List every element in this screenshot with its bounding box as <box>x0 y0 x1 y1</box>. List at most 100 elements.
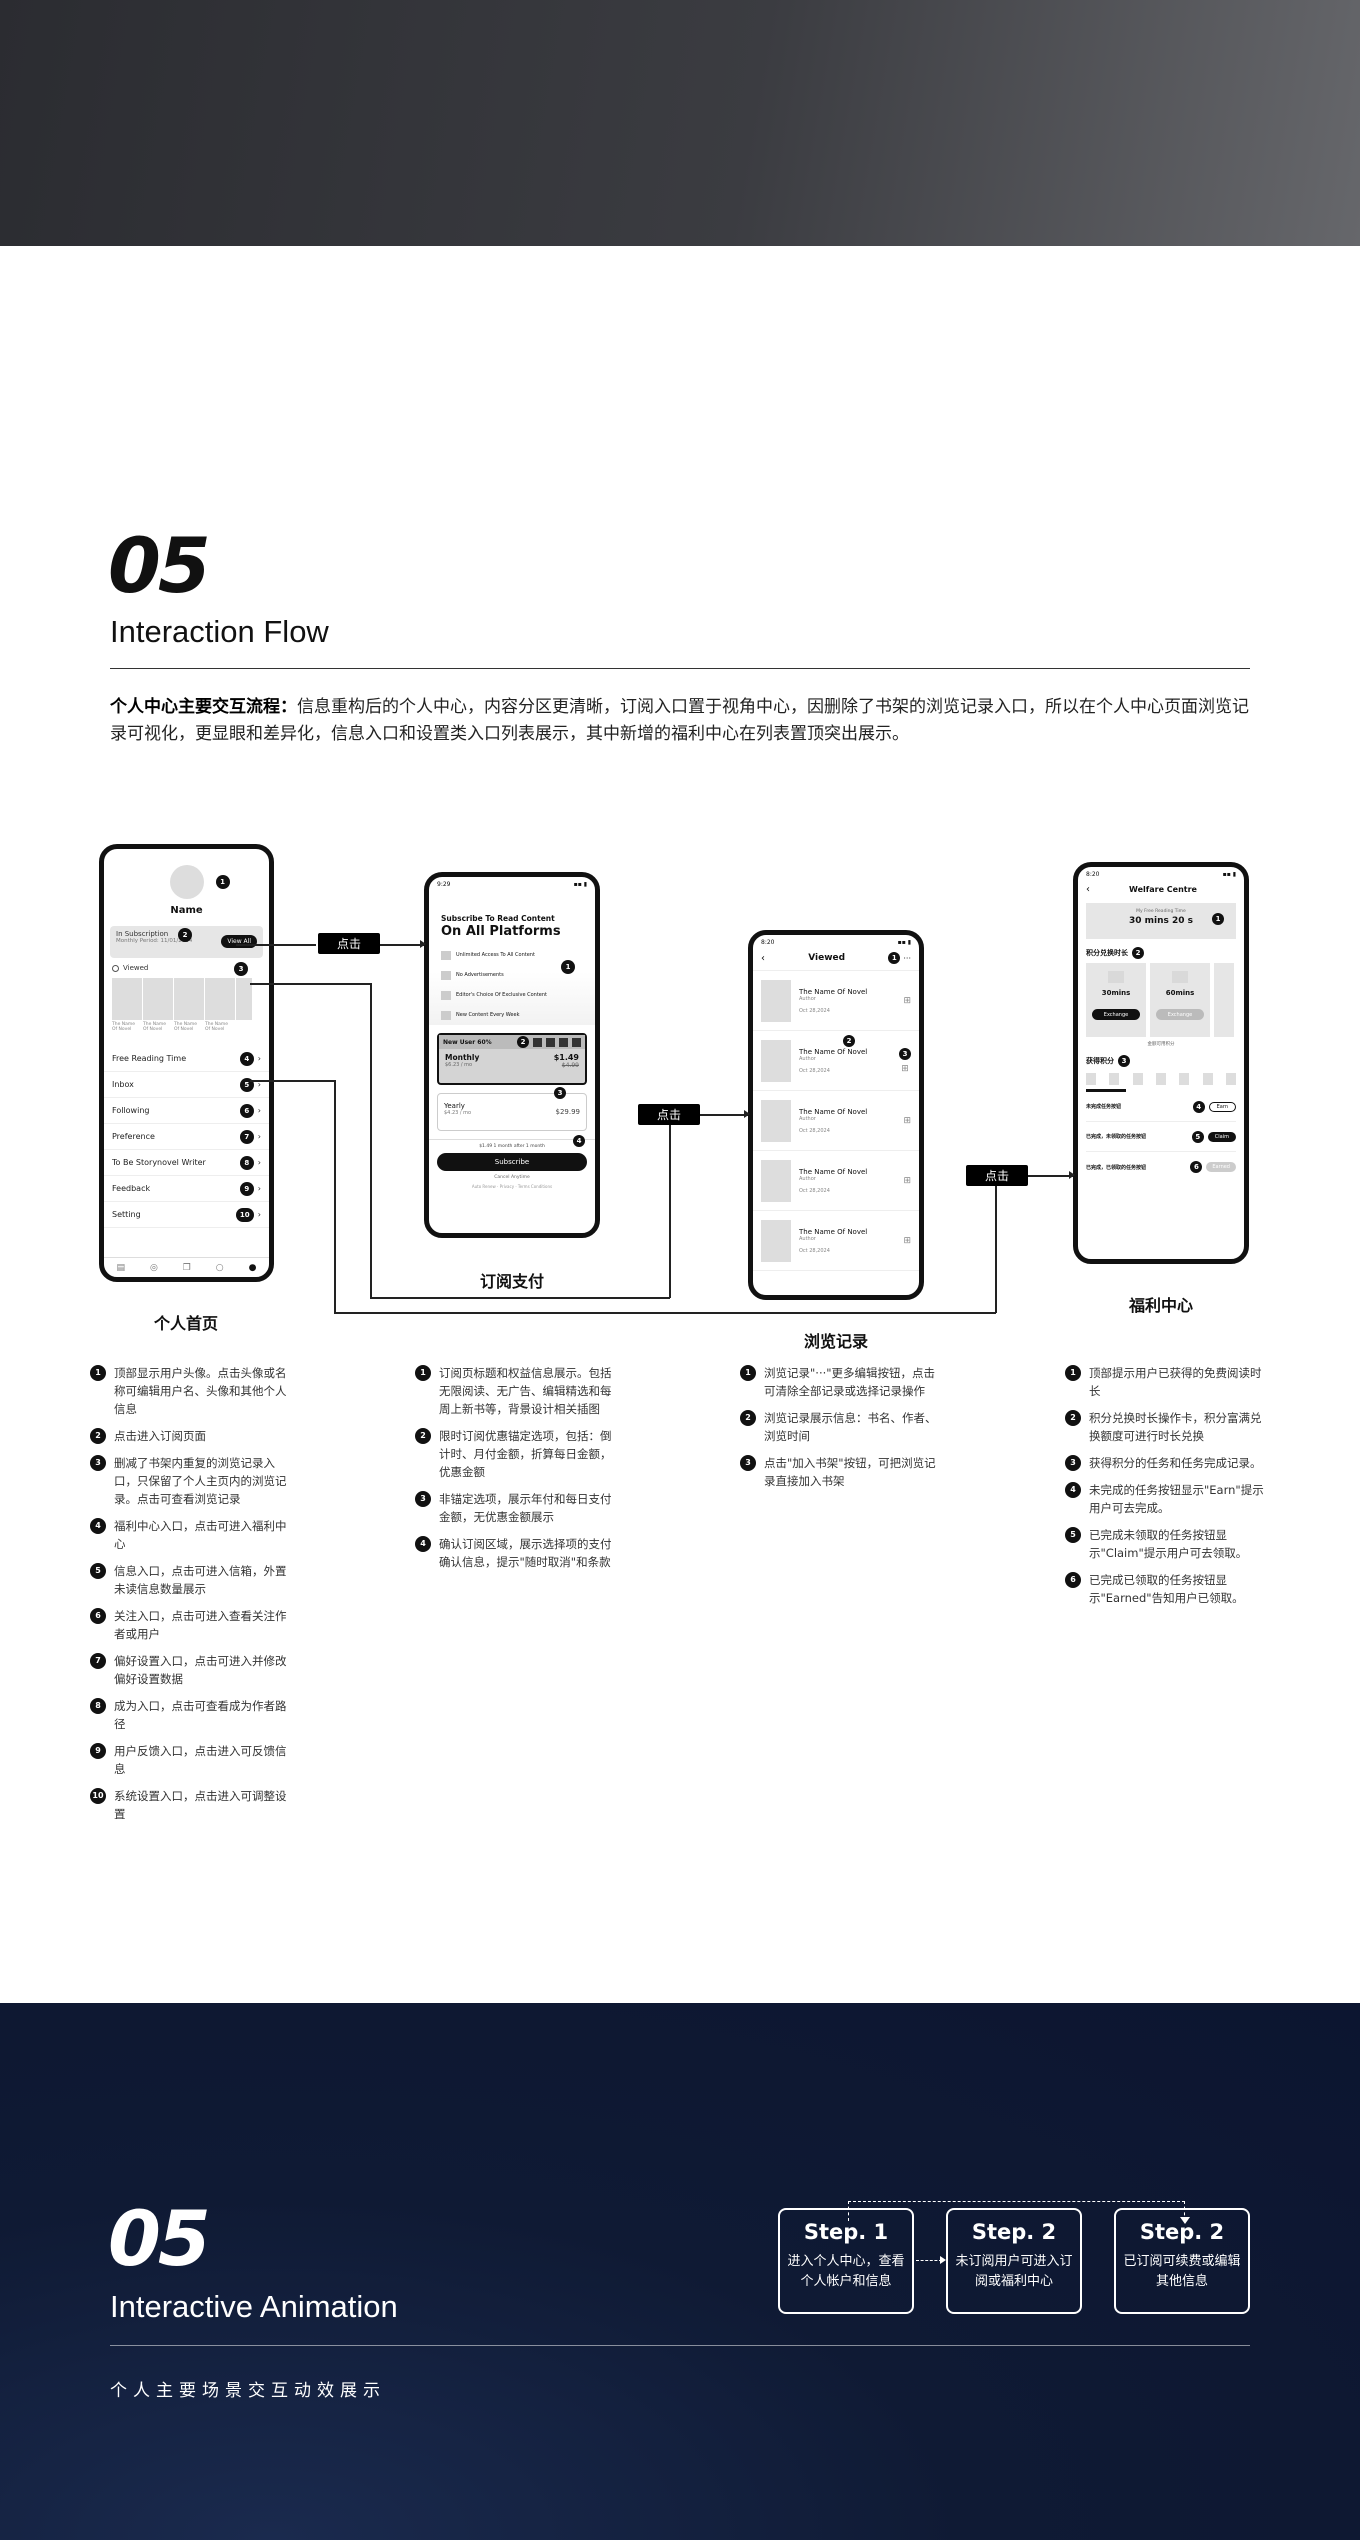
cancel-anytime: Cancel Anytime <box>494 1175 530 1180</box>
note-text: 顶部提示用户已获得的免费阅读时长 <box>1089 1366 1262 1398</box>
viewed-date: Oct 28,2024 <box>799 1067 830 1074</box>
viewed-section[interactable]: Viewed 3 The Name Of Novel The Name Of N… <box>104 958 269 1038</box>
status-time: 8:20 <box>1086 871 1100 878</box>
yearly-plan-option[interactable]: 3 Yearly$4.23 / mo $29.99 <box>437 1087 587 1131</box>
note-number: 1 <box>415 1365 431 1381</box>
note-number: 3 <box>740 1455 756 1471</box>
book-cover[interactable] <box>174 978 204 1021</box>
chevron-right-icon: › <box>257 1184 261 1194</box>
chevron-right-icon: › <box>257 1106 261 1116</box>
exchange-title: 积分兑换时长 <box>1086 949 1128 957</box>
tab-library-icon[interactable]: ▤ <box>116 1262 125 1273</box>
user-name[interactable]: Name <box>170 905 203 916</box>
connector-line <box>250 983 372 985</box>
note-text: 信息入口，点击可进入信箱，外置未读信息数量展示 <box>114 1564 287 1596</box>
earn-button[interactable]: Earn <box>1208 1101 1236 1112</box>
tab-books-icon[interactable]: ❐ <box>182 1262 191 1273</box>
book-cover[interactable] <box>143 978 173 1021</box>
yearly-price: $29.99 <box>555 1108 581 1116</box>
renew-note: $1.49 1 month after 1 month <box>479 1144 545 1149</box>
add-shelf-icon[interactable]: ⊞ <box>903 1235 911 1246</box>
add-shelf-icon[interactable]: ⊞ <box>903 1115 911 1126</box>
badge-4: 4 <box>573 1135 585 1147</box>
header-banner <box>0 0 1360 246</box>
add-shelf-icon[interactable]: ⊞ <box>903 1175 911 1186</box>
checkin-day <box>1109 1073 1120 1085</box>
monthly-plan-option[interactable]: New User 60% 2 Monthly$6.23 / mo $1.49$4… <box>437 1033 587 1085</box>
free-time-card: My Free Reading Time 30 mins 20 s 1 <box>1086 903 1236 939</box>
connector-line <box>669 1114 671 1298</box>
exchange-card[interactable] <box>1214 963 1234 1037</box>
tab-profile-icon[interactable]: ● <box>248 1262 257 1273</box>
subscription-card[interactable]: In Subscription Monthly Period: 11/01/20… <box>110 926 263 958</box>
note-number: 6 <box>90 1608 106 1624</box>
step-desc: 已订阅可续费或编辑其他信息 <box>1123 2254 1241 2289</box>
note-number: 2 <box>1065 1410 1081 1426</box>
add-shelf-icon[interactable]: ⊞ <box>903 995 911 1006</box>
phone-viewed: 8:20▪▪ ▮ ‹ Viewed 1··· The Name Of Novel… <box>748 930 924 1300</box>
checkin-day <box>1225 1073 1236 1085</box>
connector-line <box>1028 1175 1073 1177</box>
novel-title: The Name Of Novel <box>799 987 868 996</box>
book-title: The Name Of Novel <box>174 1022 198 1033</box>
subscribe-button[interactable]: Subscribe <box>437 1153 587 1171</box>
section2-number: 05 <box>108 2194 211 2283</box>
add-shelf-icon[interactable]: ⊞ <box>901 1063 909 1074</box>
monthly-label: Monthly <box>445 1053 480 1062</box>
checkin-day <box>1132 1073 1143 1085</box>
task-label: 未完成任务按钮 <box>1086 1104 1122 1110</box>
book-cover[interactable] <box>205 978 235 1021</box>
connector-line <box>370 983 372 1297</box>
exchange-button-disabled: Exchange <box>1156 1009 1204 1020</box>
phone-personal: 1 Name In Subscription Monthly Period: 1… <box>99 844 274 1282</box>
more-icon[interactable]: ··· <box>903 953 911 963</box>
back-icon[interactable]: ‹ <box>761 952 765 964</box>
intro-bold: 个人中心主要交互流程： <box>110 697 297 717</box>
book-cover[interactable] <box>112 978 142 1021</box>
benefit-3: Editor's Choice Of Exclusive Content <box>456 992 548 998</box>
tab-chat-icon[interactable]: ○ <box>215 1262 224 1273</box>
connector-line <box>700 1114 748 1116</box>
note-number: 6 <box>1065 1572 1081 1588</box>
exchange-button[interactable]: Exchange <box>1092 1009 1140 1020</box>
tab-discover-icon[interactable]: ◎ <box>149 1262 158 1273</box>
badge-8: 8 <box>239 1155 254 1170</box>
novel-author: Author <box>799 1055 816 1062</box>
section-number: 05 <box>108 521 211 610</box>
book-title: The Name Of Novel <box>112 1022 136 1033</box>
yearly-sub: $4.23 / mo <box>444 1110 472 1116</box>
avatar[interactable]: 1 <box>169 865 230 899</box>
badge-1: 1 <box>888 952 901 964</box>
earned-button: Earned <box>1206 1162 1236 1172</box>
claim-button[interactable]: Claim <box>1207 1131 1236 1142</box>
badge-2: 2 <box>178 928 192 942</box>
section2-subtitle: 个人主要场景交互动效展示 <box>110 2381 386 2401</box>
signal-icon: ▪▪ ▮ <box>573 881 587 888</box>
menu-label: Inbox <box>112 1080 134 1090</box>
back-icon[interactable]: ‹ <box>1086 884 1090 895</box>
monthly-price: $1.49 <box>553 1053 579 1062</box>
view-all-button[interactable]: View All <box>221 935 257 948</box>
book-cover[interactable] <box>236 978 252 1021</box>
footer-links[interactable]: Auto Renew · Privacy · Terms Conditions <box>471 1184 553 1189</box>
badge-7: 7 <box>239 1129 254 1144</box>
